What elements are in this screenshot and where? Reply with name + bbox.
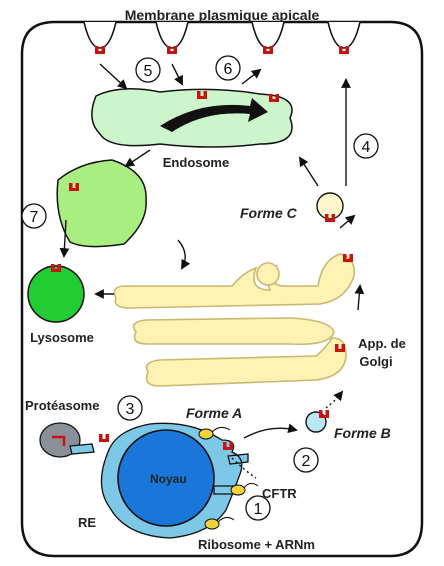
ribosome-label: Ribosome + ARNm <box>198 537 315 552</box>
lysosome-label: Lysosome <box>30 330 94 345</box>
cftr-label: CFTR <box>262 486 297 501</box>
step-6: 6 <box>215 55 241 81</box>
nucleus-label: Noyau <box>150 472 187 486</box>
svg-text:3: 3 <box>126 401 135 418</box>
re-label: RE <box>78 515 96 530</box>
step-5: 5 <box>135 57 161 83</box>
step-markers: 1 2 3 4 5 6 7 <box>21 55 379 521</box>
nucleus <box>117 429 215 527</box>
svg-text:7: 7 <box>30 209 39 226</box>
step-3: 3 <box>117 395 143 421</box>
late-endosome <box>56 159 147 248</box>
apical-cftr-proteins <box>83 21 361 54</box>
forme-b-label: Forme B <box>334 425 391 441</box>
endosome-label: Endosome <box>163 155 229 170</box>
membrane-title: Membrane plasmique apicale <box>125 7 320 23</box>
step-2: 2 <box>293 447 319 473</box>
ribosomes <box>198 426 259 530</box>
recycling-arrow-icon <box>160 98 268 132</box>
forme-a-label: Forme A <box>186 405 242 421</box>
step-7: 7 <box>21 203 47 229</box>
step-4: 4 <box>353 133 379 159</box>
vesicle-forme-c <box>316 192 344 220</box>
svg-text:5: 5 <box>144 63 153 80</box>
pathway-arrows <box>59 63 365 479</box>
golgi-apparatus <box>113 253 356 387</box>
svg-text:6: 6 <box>224 61 233 78</box>
forme-c-label: Forme C <box>240 205 298 221</box>
svg-text:1: 1 <box>254 501 263 518</box>
proteasome-label: Protéasome <box>25 398 99 413</box>
proteasome-cftr-fragment <box>52 435 66 446</box>
golgi-label-line2: Golgi <box>359 354 392 369</box>
svg-text:4: 4 <box>362 139 371 156</box>
lysosome <box>27 265 85 323</box>
step-1: 1 <box>245 495 271 521</box>
svg-text:2: 2 <box>302 453 311 470</box>
golgi-label-line1: App. de <box>358 336 406 351</box>
